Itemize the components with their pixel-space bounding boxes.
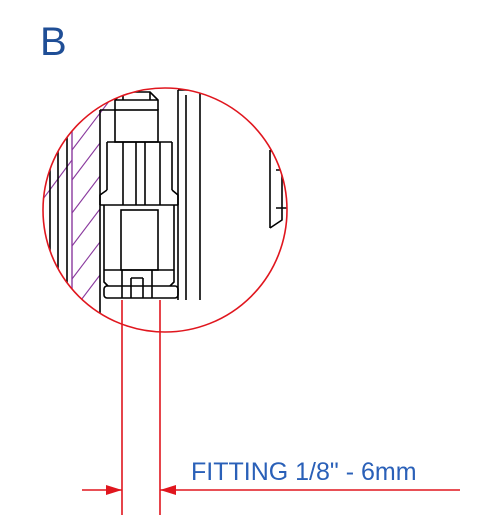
extension-lines	[121, 300, 161, 515]
dimension-text: FITTING 1/8" - 6mm	[191, 458, 417, 486]
section-hatching	[43, 88, 111, 313]
detail-circle	[42, 87, 288, 333]
detail-label: B	[40, 20, 67, 64]
detail-view-content	[43, 88, 287, 332]
right-arrow-icon	[160, 485, 176, 495]
dimension-line	[82, 485, 460, 495]
left-arrow-icon	[106, 485, 122, 495]
